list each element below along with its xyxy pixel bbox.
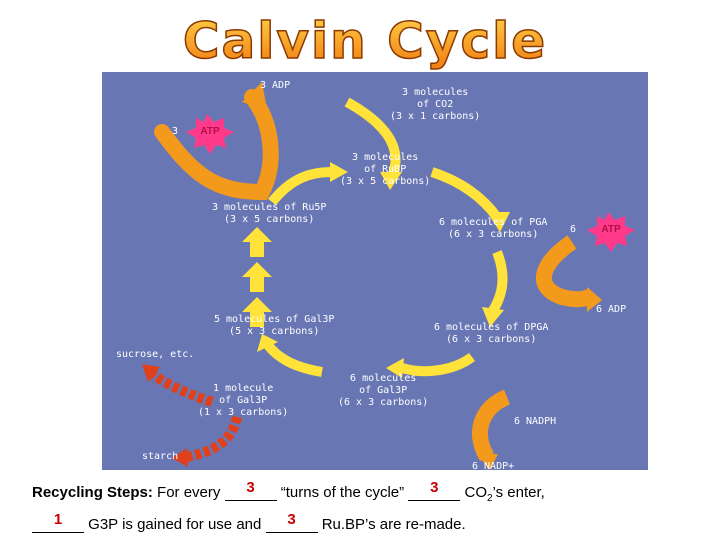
arrow-pga-dpga xyxy=(487,250,508,315)
label-three-atp: 3 xyxy=(172,126,179,137)
label-sucrose: sucrose, etc. xyxy=(116,349,195,360)
page-title: Calvin Cycle xyxy=(160,10,570,71)
arrowhead-rubp xyxy=(330,162,348,182)
title-graphic: Calvin Cycle xyxy=(182,11,547,71)
cycle-arrows xyxy=(142,82,635,470)
label-starch: starch xyxy=(142,451,179,462)
line1-text-c: CO2’s enter, xyxy=(464,484,545,504)
line2-text-b: Ru.BP’s are re-made. xyxy=(321,516,466,533)
arrow-starch xyxy=(185,415,242,462)
arrow-up-1 xyxy=(242,297,272,327)
label-co2-in: 3 molecules of CO2 (3 x 1 carbons) xyxy=(390,87,481,122)
label-six-atp: 6 xyxy=(570,224,577,235)
label-pga: 6 molecules of PGA (6 x 3 carbons) xyxy=(439,217,548,240)
atp-burst-right xyxy=(587,212,635,252)
label-nadp: 6 NADP+ xyxy=(472,461,515,470)
arrowhead-gal3p6 xyxy=(386,358,404,378)
line1-text-b: “turns of the cycle” xyxy=(280,484,405,501)
label-adp-right: 6 ADP xyxy=(596,304,627,315)
label-atp-left: ATP xyxy=(200,126,220,137)
arrow-up-2 xyxy=(242,262,272,292)
arrow-dpga-gal3p xyxy=(400,352,475,377)
line1-text-a: For every xyxy=(157,484,221,501)
blank-turns: 3 xyxy=(224,480,277,501)
label-gal3p-5: 5 molecules of Gal3P (5 x 3 carbons) xyxy=(214,314,335,337)
recycling-line-1: Recycling Steps: For every 3 “turns of t… xyxy=(32,480,545,504)
title-text: Calvin Cycle xyxy=(183,12,547,70)
arrowhead-dpga xyxy=(482,307,504,327)
atp-burst-left xyxy=(186,114,234,154)
arrow-nadph xyxy=(471,389,511,462)
arrow-ru5p-rubp xyxy=(268,167,333,206)
arrow-gal3p6-gal3p5 xyxy=(263,340,323,377)
line2-text-a: G3P is gained for use and xyxy=(88,516,262,533)
arrowhead-co2 xyxy=(380,172,402,190)
blank-rubp: 3 xyxy=(265,512,318,533)
arrowhead-starch xyxy=(172,448,188,467)
arrowhead-pga xyxy=(487,212,510,232)
label-nadph: 6 NADPH xyxy=(514,416,557,427)
blank-g3p: 1 xyxy=(32,512,84,533)
arrow-co2-in xyxy=(344,97,401,179)
recycling-line-2: 1 G3P is gained for use and 3 Ru.BP’s ar… xyxy=(32,512,466,533)
blank-co2: 3 xyxy=(408,480,461,501)
label-atp-right: ATP xyxy=(601,224,621,235)
arrowhead-nadp xyxy=(477,454,498,470)
label-gal3p-1: 1 molecule of Gal3P (1 x 3 carbons) xyxy=(198,383,289,418)
arrow-rubp-pga xyxy=(430,167,501,221)
recycling-heading: Recycling Steps: xyxy=(32,484,153,501)
arrowhead-adp-top xyxy=(242,82,267,110)
label-ru5p: 3 molecules of Ru5P (3 x 5 carbons) xyxy=(212,202,327,225)
label-dpga: 6 molecules of DPGA (6 x 3 carbons) xyxy=(434,322,549,345)
arrow-atp-right xyxy=(535,235,592,308)
calvin-cycle-diagram: 3 ADP 3 molecules of CO2 (3 x 1 carbons)… xyxy=(102,72,648,470)
arrowhead-sucrose xyxy=(142,364,160,382)
arrowhead-adp-right xyxy=(587,287,602,312)
arrow-atp-use xyxy=(154,89,279,201)
label-rubp: 3 molecules of RuBP (3 x 5 carbons) xyxy=(340,152,431,187)
label-adp-top: 3 ADP xyxy=(260,80,291,91)
label-gal3p-6: 6 molecules of Gal3P (6 x 3 carbons) xyxy=(338,373,429,408)
arrow-up-3 xyxy=(242,227,272,257)
arrowhead-gal3p5 xyxy=(257,334,278,352)
